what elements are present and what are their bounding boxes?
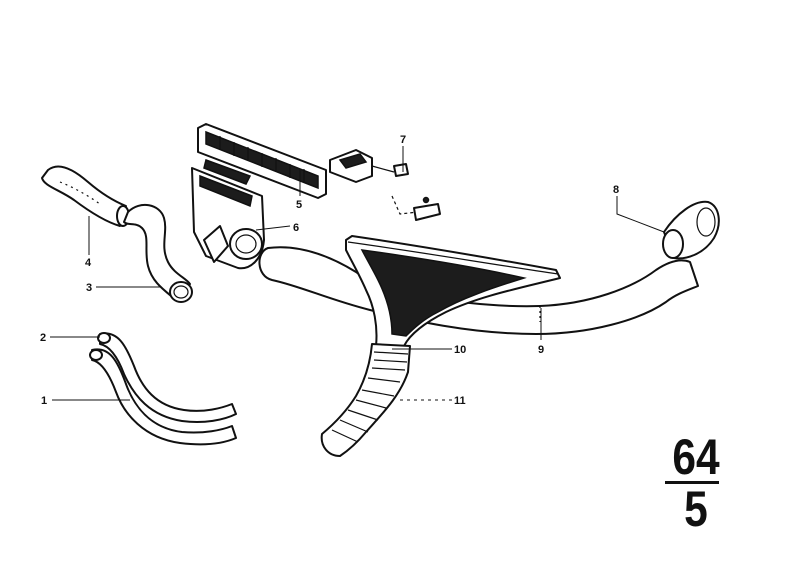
callout-2: 2 — [40, 332, 46, 344]
callout-6: 6 — [293, 222, 299, 234]
callout-10: 10 — [454, 344, 466, 356]
page-sheet-number: 5 — [684, 481, 708, 537]
callout-8: 8 — [613, 184, 619, 196]
distributor-part-10 — [345, 235, 561, 347]
callout-7: 7 — [400, 134, 406, 146]
hose-part-3 — [123, 203, 193, 303]
hose-part-4 — [41, 165, 130, 227]
pipe-part-2 — [97, 332, 237, 424]
vent-grille-part-5 — [197, 123, 327, 199]
callout-5: 5 — [296, 199, 302, 211]
callout-3: 3 — [86, 282, 92, 294]
nozzle-part-8 — [662, 200, 720, 260]
callout-9: 9 — [538, 344, 544, 356]
page-group-number: 64 — [672, 429, 720, 485]
callout-4: 4 — [85, 257, 92, 269]
callout-11: 11 — [454, 395, 466, 407]
pipe-part-1 — [89, 348, 237, 446]
housing-part-6 — [191, 159, 265, 270]
leader-lines — [50, 146, 665, 401]
page-number-divider — [665, 481, 719, 484]
callout-1: 1 — [41, 395, 47, 407]
flex-hose-part-11 — [320, 343, 411, 457]
clip-part-7 — [329, 149, 441, 221]
